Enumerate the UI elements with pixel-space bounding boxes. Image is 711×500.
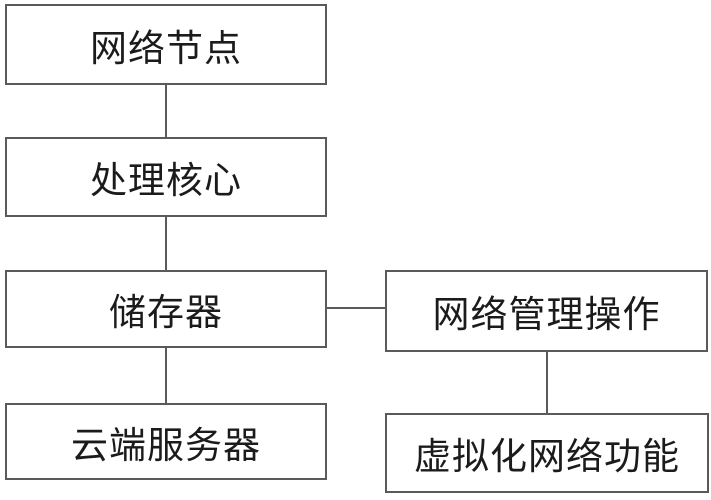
connector-network-management-operation-to-virtualized-network-function bbox=[546, 352, 548, 413]
connector-storage-to-cloud-server bbox=[165, 348, 167, 403]
node-cloud-server-label: 云端服务器 bbox=[71, 425, 261, 467]
connector-storage-to-network-management-operation bbox=[327, 307, 385, 309]
node-network-node: 网络节点 bbox=[5, 4, 327, 85]
connector-network-node-to-processing-core bbox=[165, 85, 167, 137]
node-virtualized-network-function: 虚拟化网络功能 bbox=[385, 413, 709, 493]
node-storage: 储存器 bbox=[5, 270, 327, 348]
node-processing-core-label: 处理核心 bbox=[90, 161, 242, 202]
node-network-management-operation: 网络管理操作 bbox=[385, 270, 708, 352]
node-processing-core: 处理核心 bbox=[5, 137, 327, 217]
node-network-node-label: 网络节点 bbox=[90, 28, 242, 70]
node-storage-label: 储存器 bbox=[109, 293, 223, 334]
connector-processing-core-to-storage bbox=[165, 217, 167, 270]
node-virtualized-network-function-label: 虚拟化网络功能 bbox=[414, 437, 680, 478]
node-cloud-server: 云端服务器 bbox=[5, 403, 327, 480]
node-network-management-operation-label: 网络管理操作 bbox=[432, 295, 661, 336]
